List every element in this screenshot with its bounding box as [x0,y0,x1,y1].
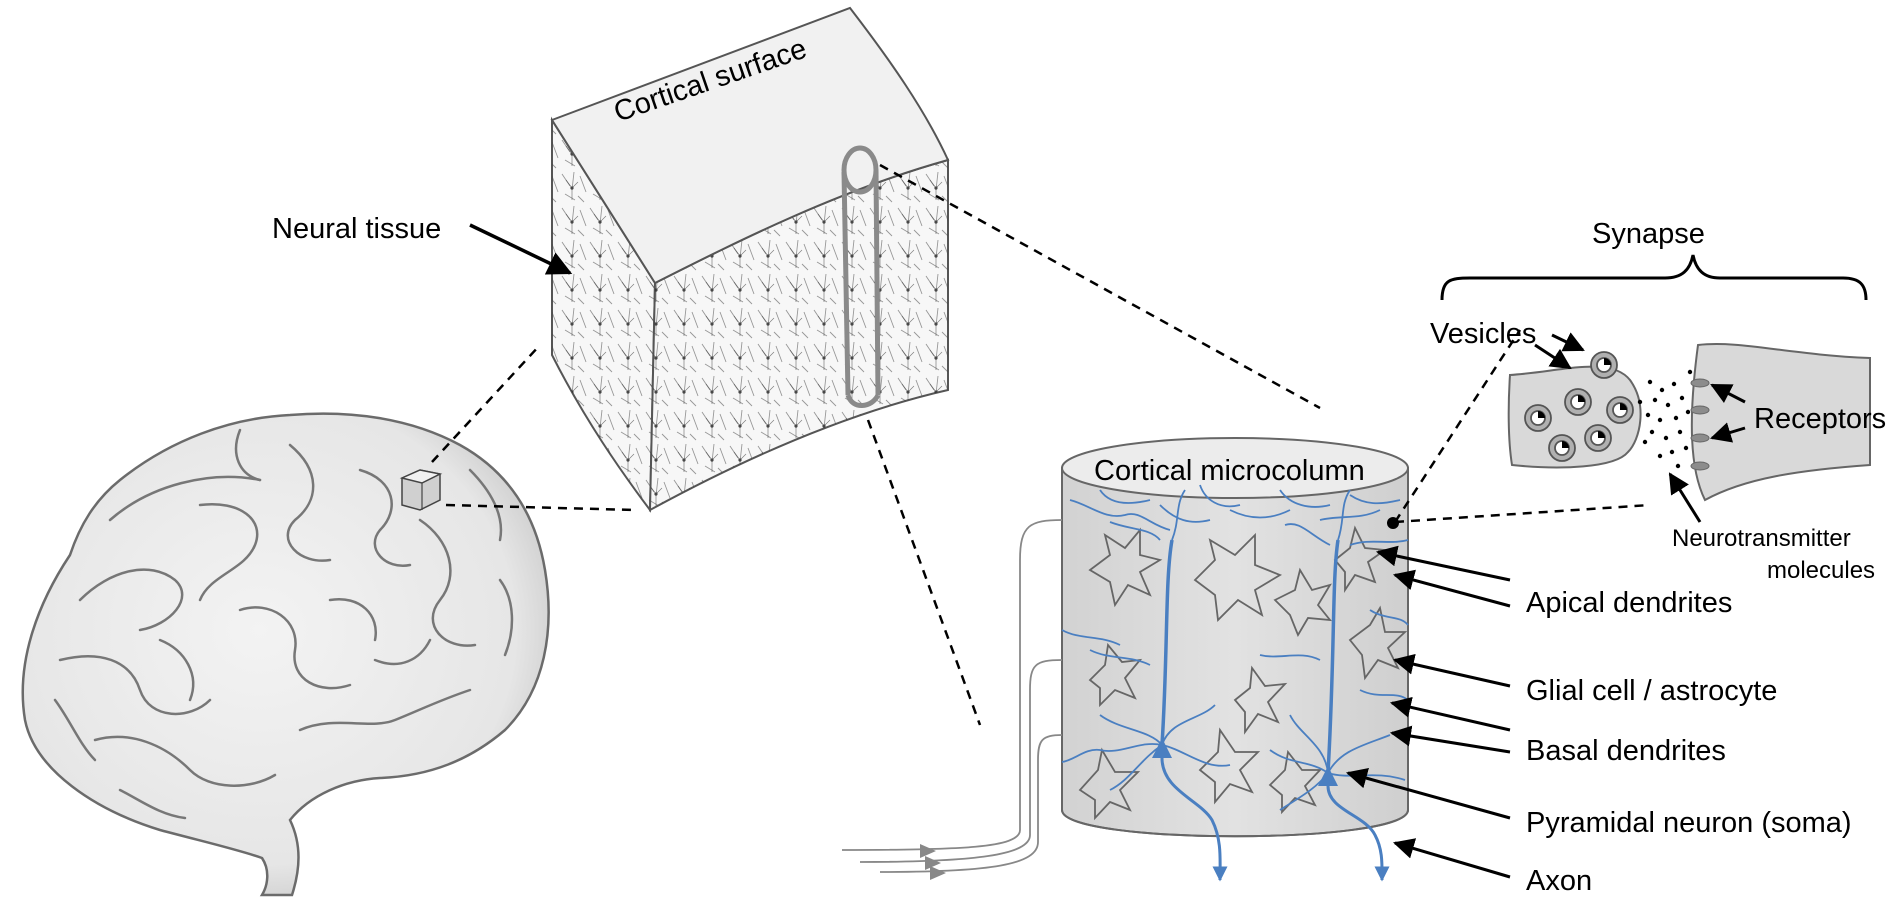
vesicles-arrow-2 [1551,332,1585,352]
synapse-label: Synapse [1592,218,1705,250]
receptors-marks [1690,378,1710,471]
apical-dendrites-arrow-2 [1392,569,1511,608]
neural-tissue-label: Neural tissue [272,213,441,245]
neural-tissue-arrow [469,223,573,275]
apical-dendrites-arrow-1 [1375,545,1511,582]
axon-label: Axon [1526,865,1592,897]
pyramidal-neuron-right [1318,539,1390,882]
zoom-connectors-brain [431,344,636,512]
axon-arrow [1392,838,1511,879]
glial-cell-arrow [1392,653,1511,688]
receptors-label: Receptors [1754,403,1886,435]
cortical-microcolumn-label: Cortical microcolumn [1094,455,1365,487]
input-fiber-arrows [920,844,946,880]
tissue-column-tube [841,145,881,408]
axon-right [1326,785,1390,882]
basal-dendrites-label: Basal dendrites [1526,735,1726,767]
cortical-microcolumn: Cortical microcolumn [841,437,1409,882]
zoom-connectors-synapse [1393,329,1651,524]
synapse-location-dot [1387,517,1399,529]
structure-labels: Apical dendrites Glial cell / astrocyte … [1345,545,1852,897]
brain-sample-cube [399,469,443,511]
glial-cell-label: Glial cell / astrocyte [1526,675,1777,707]
brain-gyri [53,428,514,820]
input-fibers [841,519,1063,873]
cortical-surface-top [550,6,950,285]
receptors-arrow-2 [1709,422,1746,443]
pyramidal-neuron-label: Pyramidal neuron (soma) [1526,807,1852,839]
neurotransmitter-arrow [1668,472,1702,523]
vesicles-label: Vesicles [1430,318,1536,350]
axon-left [1160,757,1228,882]
basal-dendrites-arrow-1 [1389,696,1511,732]
basal-dendrites-arrow-2 [1389,725,1511,754]
synaptic-vesicles [1524,351,1634,462]
neurotransmitter-label-line1: Neurotransmitter [1672,525,1851,552]
neurotransmitter-molecules [1637,369,1693,469]
dendrites [1061,484,1409,811]
synapse: Synapse [1430,218,1886,584]
neurotransmitter-label-line2: molecules [1767,557,1875,584]
postsynaptic-terminal [1690,342,1871,502]
receptors-arrow-1 [1710,383,1746,404]
brain-outline [21,412,550,897]
microcolumn-top [1061,437,1409,499]
brain-illustration [21,412,550,897]
pyramidal-neuron-arrow [1345,767,1511,820]
synapse-brace [1440,254,1868,301]
cortical-tissue-block: Cortical surface [550,6,950,513]
pyramidal-neuron-left [1152,539,1228,882]
apical-dendrites-label: Apical dendrites [1526,587,1732,619]
vesicles-arrow-1 [1534,343,1572,370]
zoom-connectors-block [866,163,1321,726]
